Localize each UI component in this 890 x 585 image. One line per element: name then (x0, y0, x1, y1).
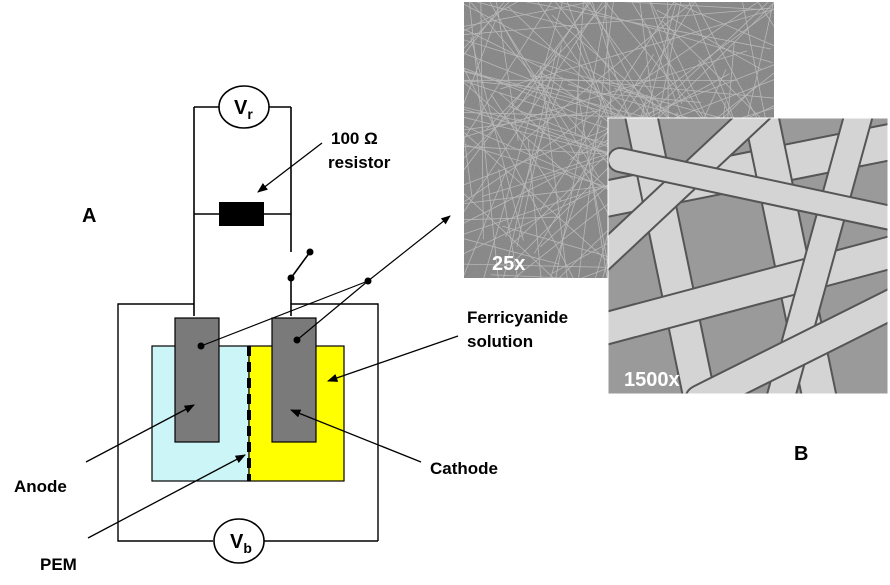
ferricyanide-label-line2: solution (467, 332, 533, 351)
vr-subscript: r (247, 106, 253, 122)
vr-letter: V (234, 97, 248, 119)
panel-a-label: A (82, 205, 96, 227)
anode-electrode (175, 318, 219, 442)
resistor-value-label: 100 Ω (331, 129, 378, 148)
sem-pointer-lines (201, 216, 450, 346)
vb-meter: Vb (214, 519, 264, 563)
cathode-label: Cathode (430, 459, 498, 478)
vr-meter: Vr (219, 86, 269, 128)
switch-contact-top (307, 249, 314, 256)
ferricyanide-pointer (328, 336, 458, 381)
resistor-word-label: resistor (328, 153, 391, 172)
panel-b-label: B (794, 443, 808, 465)
resistor-pointer (258, 143, 322, 192)
vb-letter: V (230, 531, 244, 553)
resistor-symbol (219, 202, 264, 226)
switch-contact-bottom (288, 275, 295, 282)
sem-image-1500x: 1500x (600, 110, 890, 400)
pem-label: PEM (40, 555, 77, 574)
anode-label: Anode (14, 477, 67, 496)
panel-b-micrographs: 25x 1500x B (269, 0, 890, 496)
mag-label-25x: 25x (492, 253, 525, 275)
ferricyanide-label-line1: Ferricyanide (467, 308, 568, 327)
cathode-electrode (272, 318, 316, 442)
vb-subscript: b (243, 540, 252, 556)
mag-label-1500x: 1500x (624, 369, 680, 391)
